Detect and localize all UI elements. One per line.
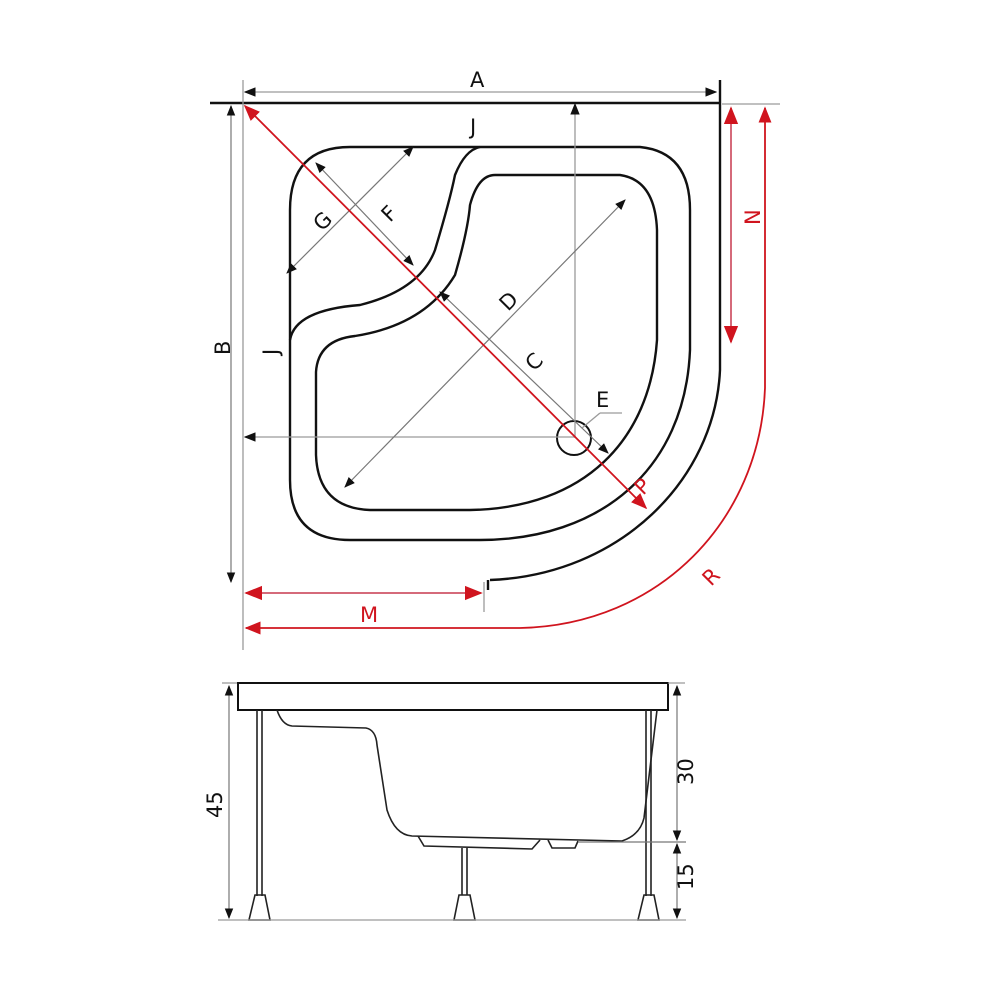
seat-edge-outer xyxy=(288,145,481,341)
dimension-leg-clearance: 15 xyxy=(672,842,698,920)
label-e: E xyxy=(596,388,609,412)
label-f: F xyxy=(377,201,403,227)
dimension-m: M xyxy=(244,582,485,627)
tray-outer-outline xyxy=(210,80,722,590)
dimension-e: E xyxy=(581,388,622,429)
label-45: 45 xyxy=(203,791,227,818)
label-a: A xyxy=(470,68,485,92)
dimension-total-height: 45 xyxy=(203,684,234,920)
label-j-top: J xyxy=(468,115,476,139)
dimension-p: P xyxy=(243,104,655,510)
label-c: C xyxy=(521,348,548,375)
label-j-left: J xyxy=(259,349,283,357)
label-15: 15 xyxy=(674,863,698,890)
dimension-tray-depth: 30 xyxy=(672,684,698,842)
dimension-r: R xyxy=(244,106,772,635)
drain-icon xyxy=(556,420,592,456)
top-view: A B J J G F D C xyxy=(210,68,780,650)
leg-center xyxy=(453,848,476,921)
side-view: 45 30 15 xyxy=(203,682,698,921)
label-b: B xyxy=(211,341,235,355)
dimension-n: N xyxy=(722,103,780,344)
dimension-f: F xyxy=(315,162,414,266)
leg-right xyxy=(636,710,660,921)
label-30: 30 xyxy=(674,758,698,785)
dimension-b: B xyxy=(211,100,244,650)
tray-rim-profile xyxy=(237,682,669,711)
basin-profile xyxy=(276,709,658,842)
leg-left xyxy=(247,710,271,921)
label-r: R xyxy=(698,563,725,590)
dimension-a: A xyxy=(242,68,718,100)
label-d: D xyxy=(495,287,523,315)
label-m: M xyxy=(360,603,378,627)
label-n: N xyxy=(741,209,765,225)
label-g: G xyxy=(309,207,337,235)
dimension-c: C xyxy=(439,291,609,454)
